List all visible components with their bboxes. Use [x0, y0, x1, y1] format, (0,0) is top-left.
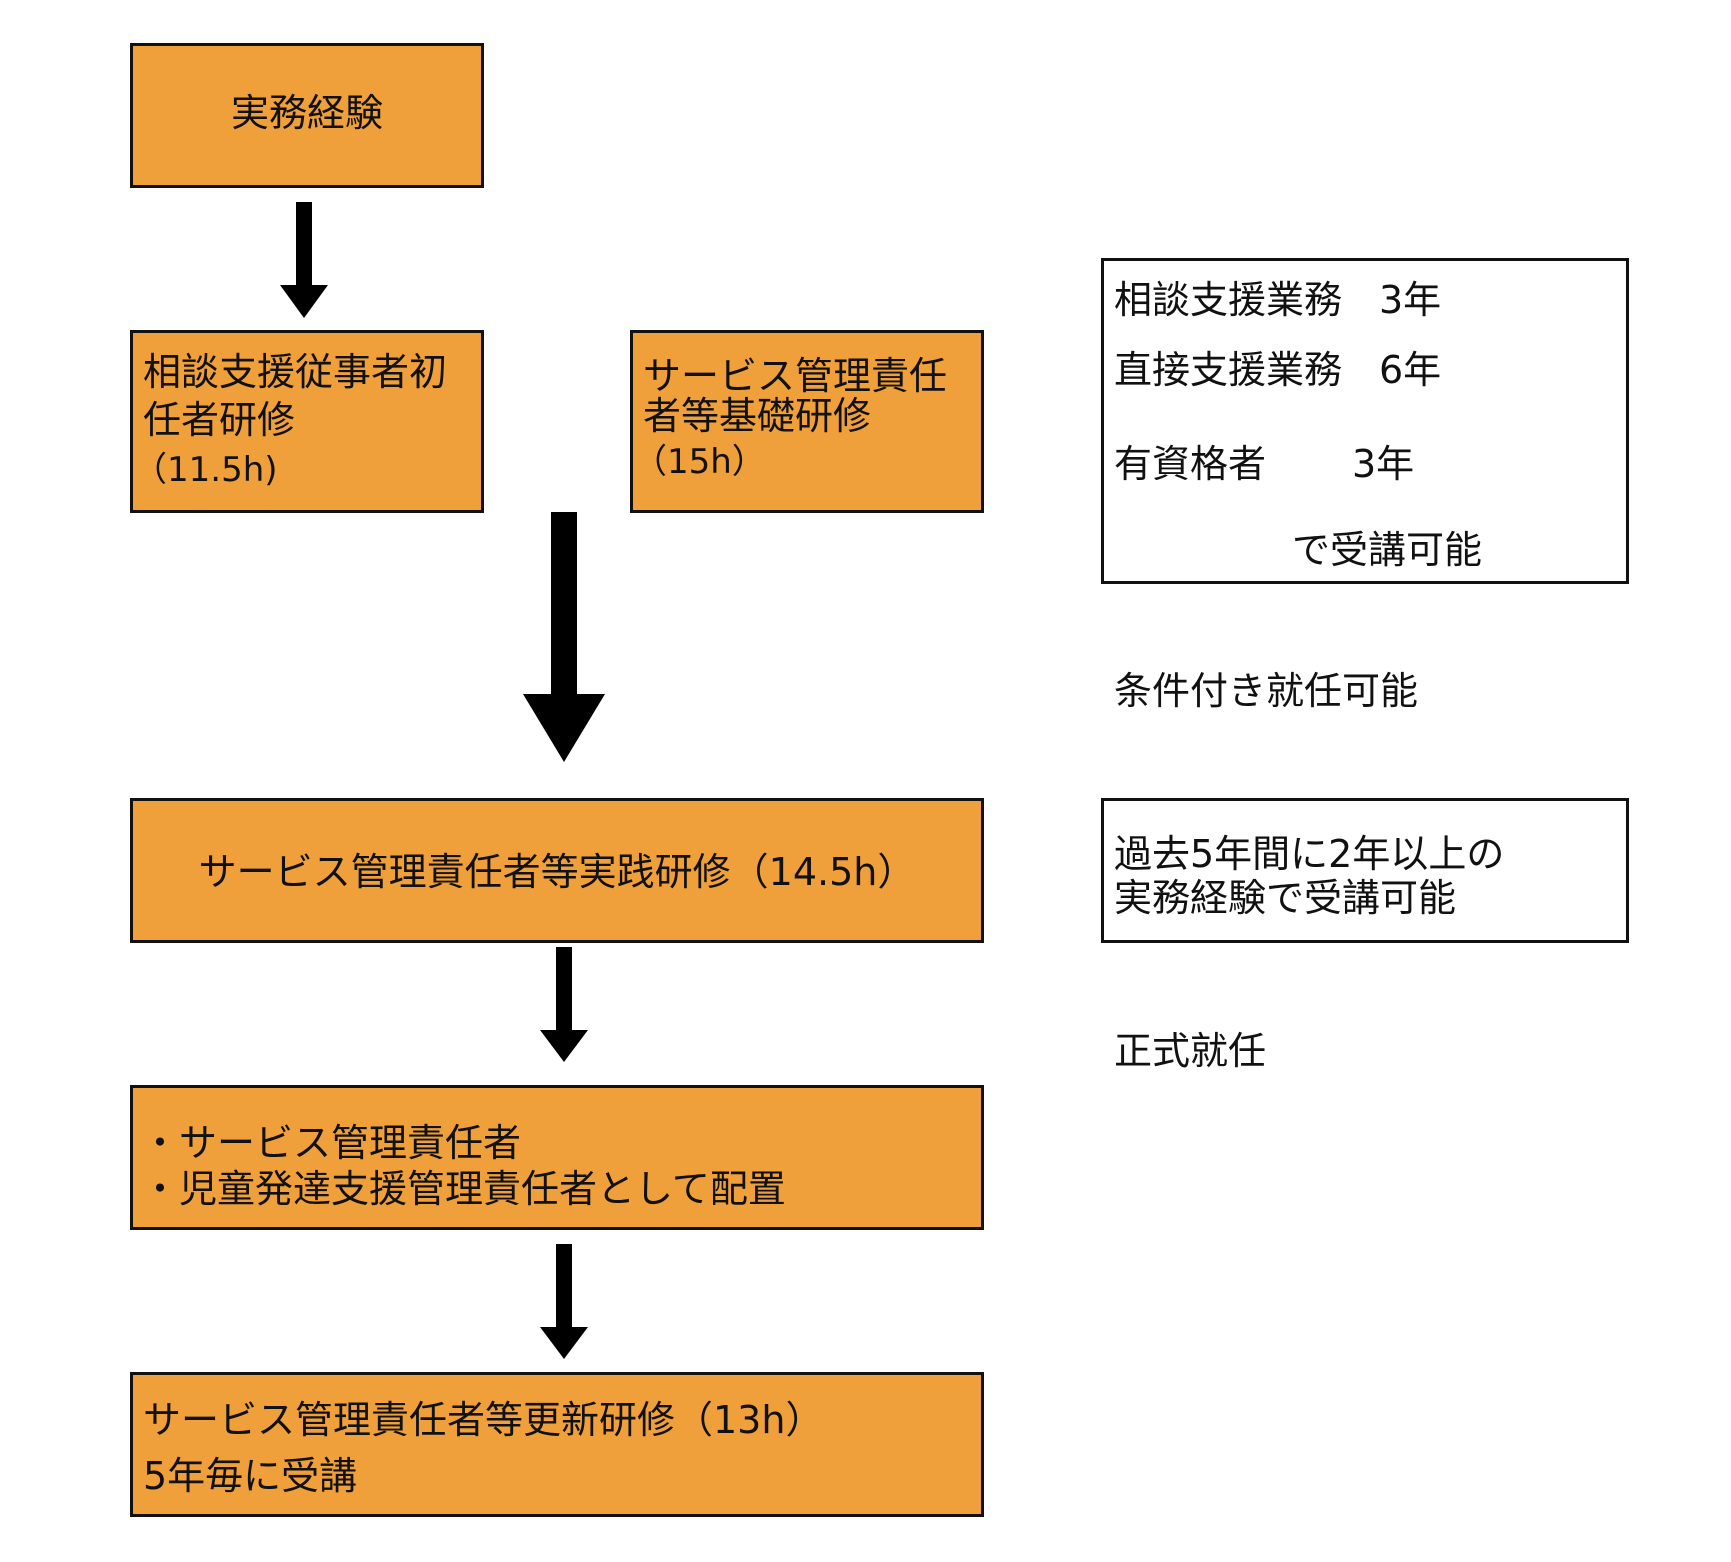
consult-support-training-line2: 任者研修 — [143, 398, 296, 442]
eligibility-row2-label: 直接支援業務 — [1114, 348, 1343, 392]
consult-support-training-line1: 相談支援従事者初 — [143, 350, 448, 394]
renewal-training-box: サービス管理責任者等更新研修（13h） 5年毎に受講 — [130, 1372, 984, 1517]
experience-requirement-line1: 過去5年間に2年以上の — [1114, 832, 1505, 876]
practical-experience-box: 実務経験 — [130, 43, 484, 188]
service-basic-training-box: サービス管理責任 者等基礎研修 （15h） — [630, 330, 984, 513]
arrow-experience-to-training — [280, 202, 328, 318]
practice-training-label: サービス管理責任者等実践研修（14.5h） — [198, 850, 916, 894]
eligibility-row1-label: 相談支援業務 — [1114, 278, 1343, 322]
eligibility-note-box: 相談支援業務 3年 直接支援業務 6年 有資格者 3年 で受講可能 — [1101, 258, 1629, 584]
placement-line1: ・サービス管理責任者 — [141, 1121, 522, 1165]
eligibility-row2-value: 6年 — [1379, 348, 1442, 392]
experience-requirement-box: 過去5年間に2年以上の 実務経験で受講可能 — [1101, 798, 1629, 943]
placement-box: ・サービス管理責任者 ・児童発達支援管理責任者として配置 — [130, 1085, 984, 1230]
experience-requirement-line2: 実務経験で受講可能 — [1114, 876, 1457, 920]
renewal-training-line1: サービス管理責任者等更新研修（13h） — [143, 1398, 824, 1442]
service-basic-training-line1: サービス管理責任 — [643, 354, 948, 398]
service-basic-training-line2: 者等基礎研修 — [643, 394, 872, 438]
service-basic-training-hours: （15h） — [633, 442, 766, 482]
conditional-appointment-label: 条件付き就任可能 — [1114, 669, 1419, 713]
formal-appointment-label: 正式就任 — [1114, 1029, 1267, 1073]
arrow-placement-to-renewal — [540, 1244, 588, 1359]
eligibility-footer: で受講可能 — [1292, 528, 1483, 572]
arrow-trainings-to-practice — [523, 512, 605, 762]
eligibility-row1-value: 3年 — [1379, 278, 1442, 322]
practical-experience-label: 実務経験 — [230, 91, 383, 135]
eligibility-row3-value: 3年 — [1352, 442, 1415, 486]
placement-line2: ・児童発達支援管理責任者として配置 — [141, 1167, 786, 1211]
arrow-practice-to-placement — [540, 947, 588, 1062]
eligibility-row3-label: 有資格者 — [1114, 442, 1267, 486]
consult-support-training-box: 相談支援従事者初 任者研修 （11.5h) — [130, 330, 484, 513]
consult-support-training-hours: （11.5h) — [133, 450, 278, 490]
practice-training-box: サービス管理責任者等実践研修（14.5h） — [130, 798, 984, 943]
renewal-training-line2: 5年毎に受講 — [143, 1454, 358, 1498]
